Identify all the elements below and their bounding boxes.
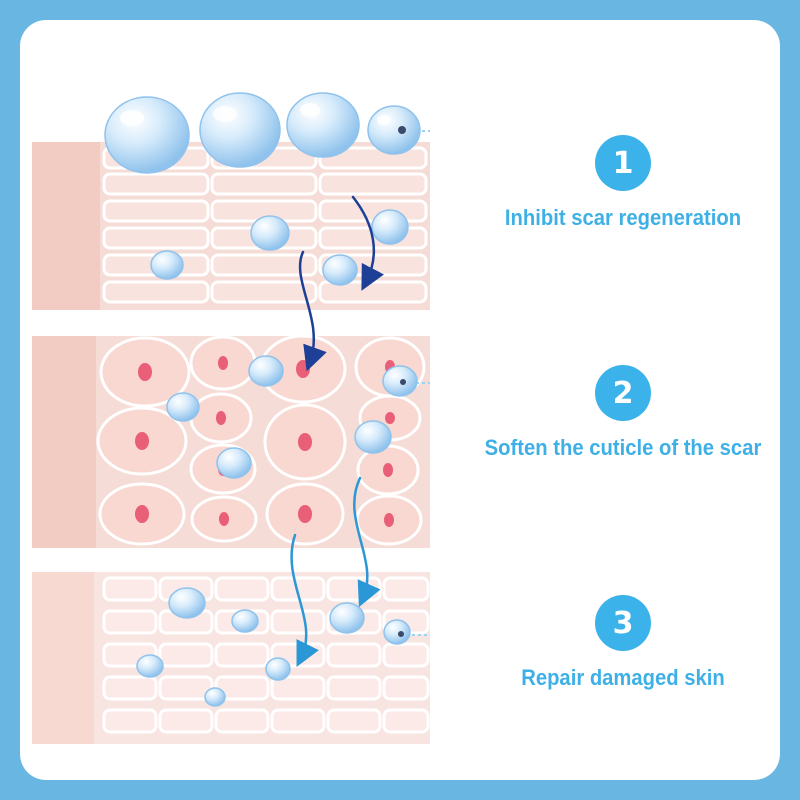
water-droplet-icon <box>322 254 358 286</box>
water-droplet-icon <box>248 355 284 387</box>
water-droplet-icon <box>265 657 291 681</box>
water-droplet-icon <box>150 250 184 280</box>
skin-layer-bottom <box>32 572 430 744</box>
step-1: 1 Inhibit scar regeneration <box>450 135 780 231</box>
arrow-icon <box>353 476 381 608</box>
water-droplet-icon <box>383 619 411 645</box>
step-3-badge: 3 <box>595 595 651 651</box>
skin-layer-middle <box>32 334 430 548</box>
skin-layer-top <box>32 142 430 310</box>
water-droplet-icon <box>382 365 418 397</box>
step-3-label: Repair damaged skin <box>521 665 725 690</box>
water-droplet-icon <box>329 602 365 634</box>
skin-layers-illustration <box>32 92 430 744</box>
arrow-icon <box>351 195 384 291</box>
water-droplet-icon <box>136 654 164 678</box>
step-1-badge: 1 <box>595 135 651 191</box>
step-2-badge: 2 <box>595 365 651 421</box>
water-droplet-icon <box>204 687 226 707</box>
water-droplet-icon <box>371 209 409 245</box>
water-droplet-icon <box>199 92 281 168</box>
water-droplet-icon <box>286 92 360 158</box>
step-3: 3 Repair damaged skin <box>450 595 780 691</box>
step-1-label: Inhibit scar regeneration <box>504 205 742 230</box>
water-droplet-icon <box>166 392 200 422</box>
step-2-label: Soften the cuticle of the scar <box>484 435 762 460</box>
water-droplet-icon <box>354 420 392 454</box>
water-droplet-icon <box>250 215 290 251</box>
water-droplet-icon <box>104 96 190 174</box>
arrow-icon <box>290 533 319 667</box>
arrow-icon <box>298 250 327 372</box>
water-droplet-icon <box>168 587 206 619</box>
infographic-frame: 1 Inhibit scar regeneration 2 Soften the… <box>20 20 780 780</box>
water-droplet-icon <box>231 609 259 633</box>
step-2: 2 Soften the cuticle of the scar <box>450 365 780 461</box>
water-droplet-icon <box>216 447 252 479</box>
water-droplet-icon <box>367 105 421 155</box>
